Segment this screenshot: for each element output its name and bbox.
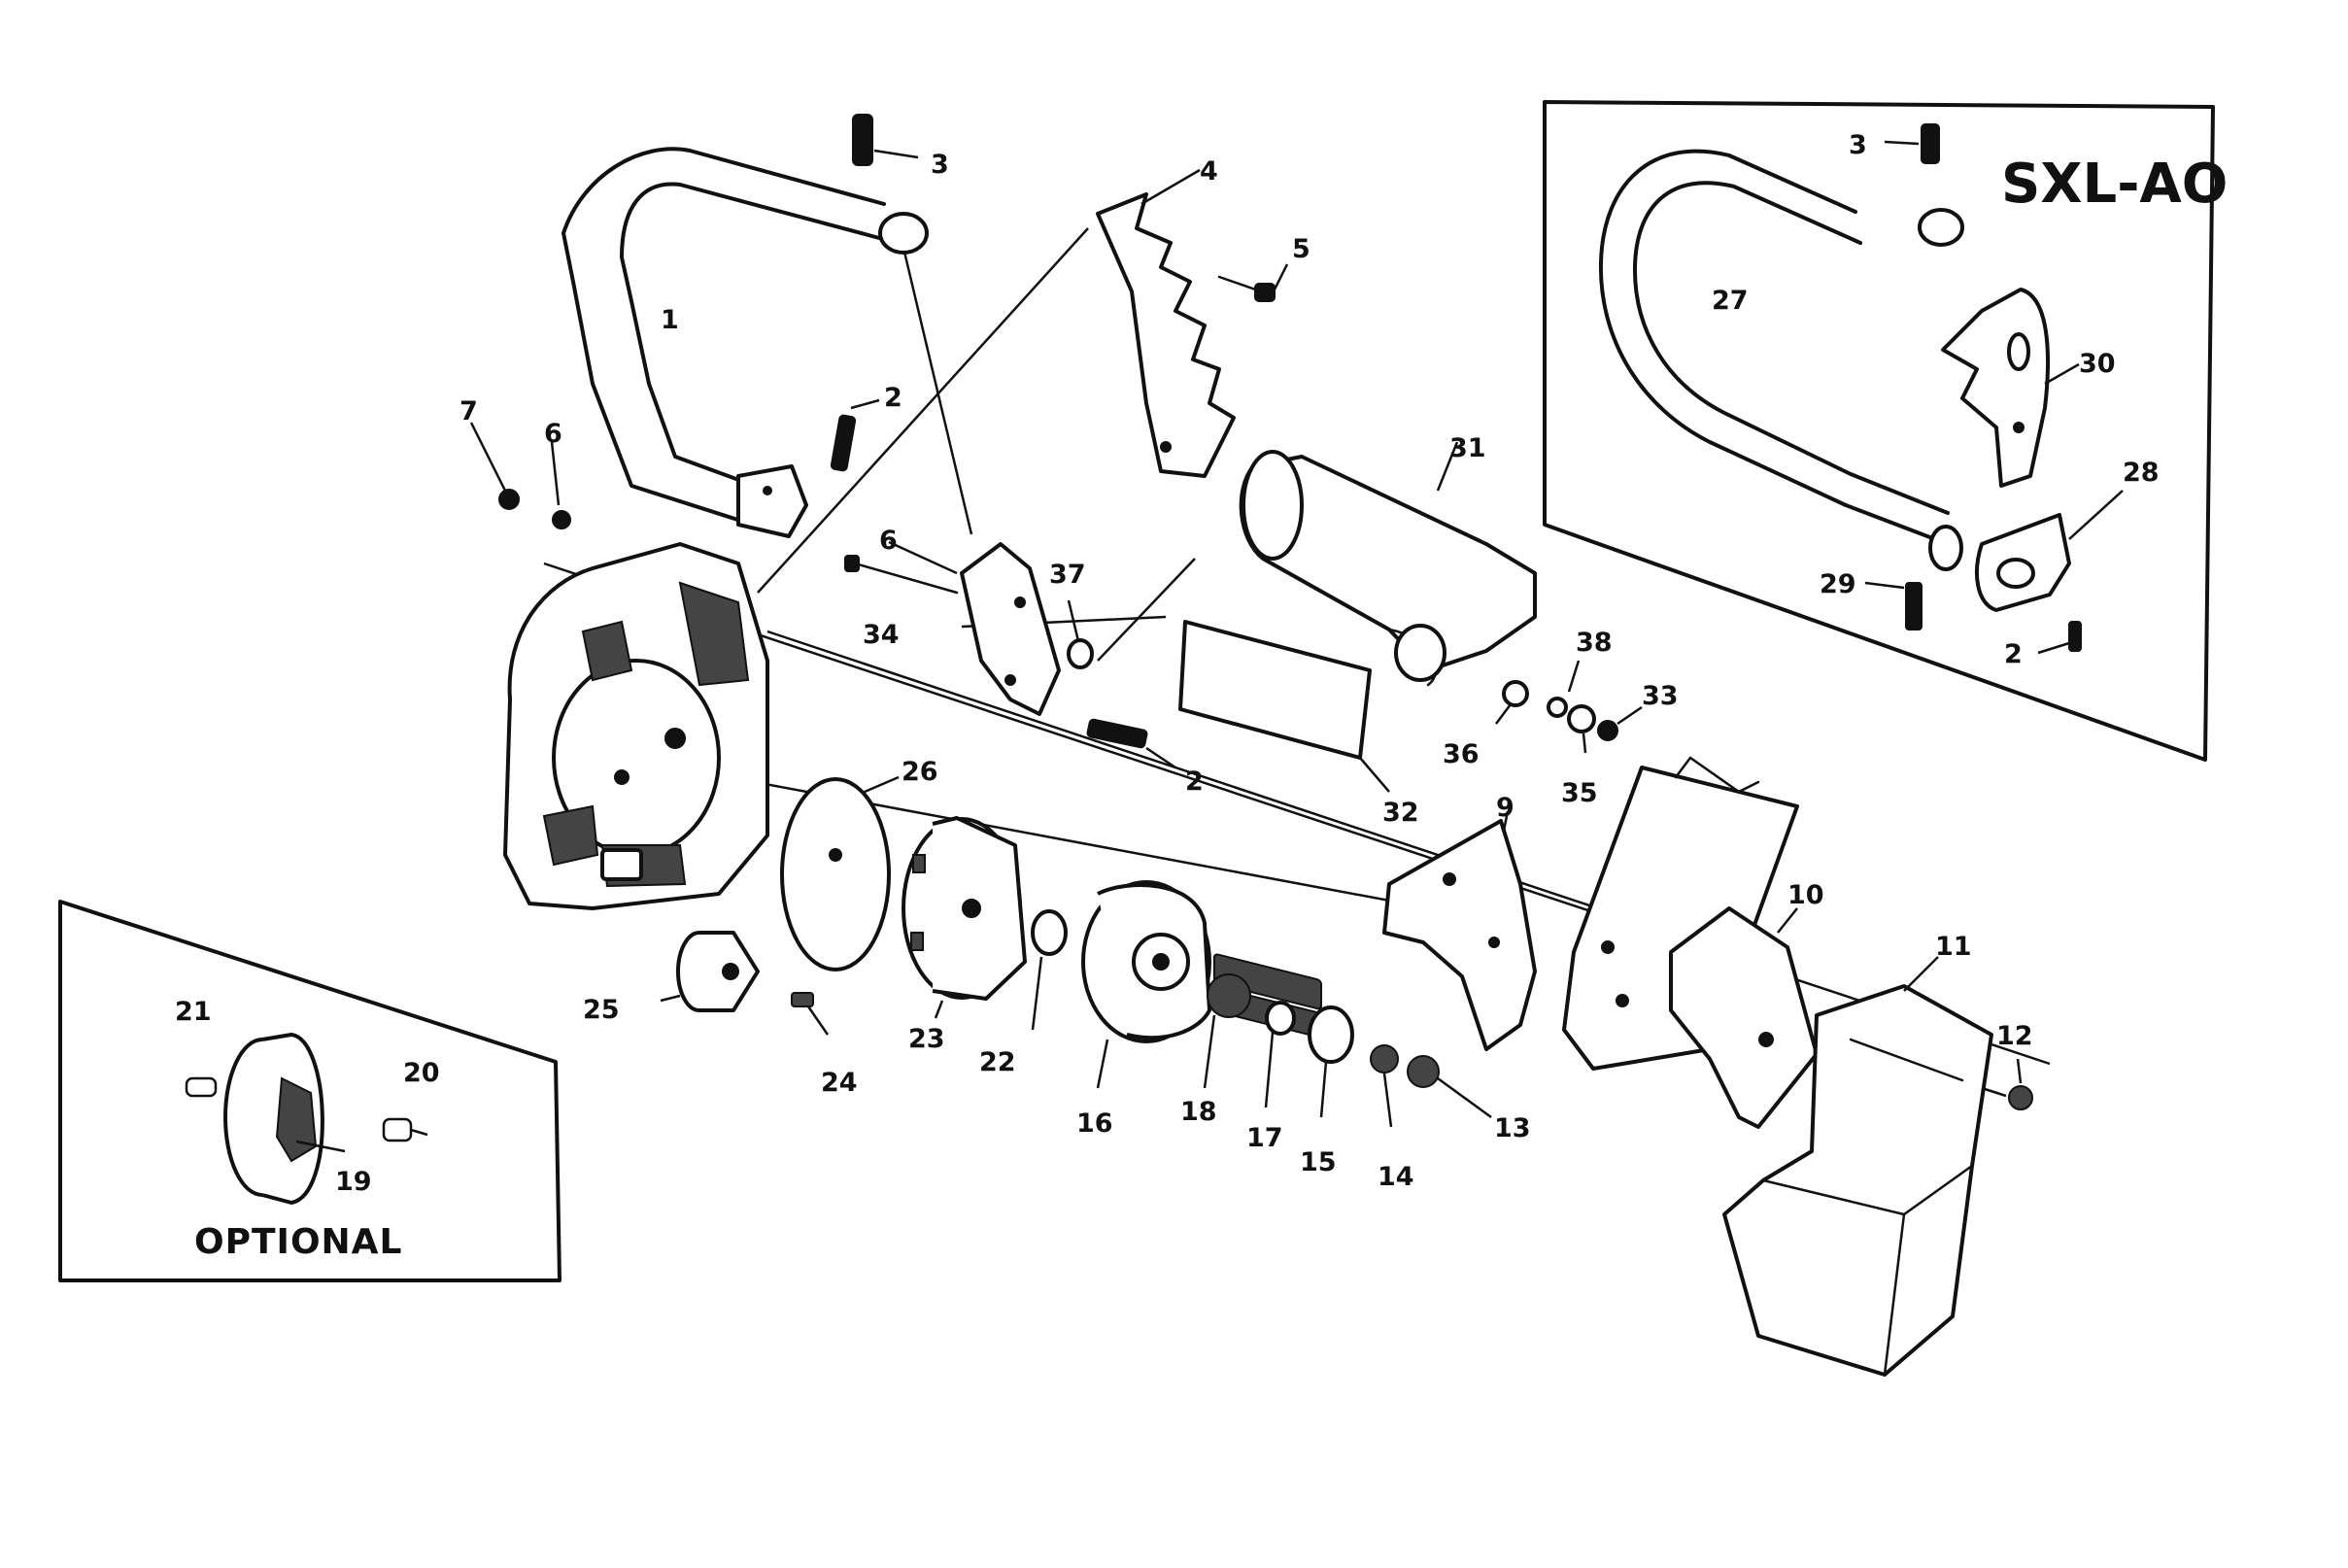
nut — [1597, 720, 1618, 741]
screw — [830, 414, 857, 472]
part-label-30: 30 — [2079, 349, 2116, 379]
part-label-14: 14 — [1378, 1162, 1414, 1192]
chain-tensioner-plate — [844, 540, 1061, 716]
screw — [1217, 263, 1289, 302]
oil-pump-drive — [660, 931, 760, 1012]
handle-clamp-inset — [1975, 490, 2124, 655]
part-label-10: 10 — [1787, 880, 1824, 910]
crankcase-housing — [503, 542, 769, 910]
part-label-4: 4 — [1200, 156, 1218, 187]
part-label-20: 20 — [403, 1058, 440, 1088]
optional-inset: OPTIONAL — [58, 900, 561, 1282]
clutch-cover-disc — [780, 775, 900, 971]
part-label-2: 2 — [2004, 639, 2023, 669]
nut — [2008, 1085, 2033, 1110]
part-label-25: 25 — [583, 995, 620, 1025]
part-label-18: 18 — [1180, 1097, 1217, 1127]
part-label-21: 21 — [175, 997, 212, 1027]
part-label-6: 6 — [879, 526, 898, 556]
part-label-37: 37 — [1049, 560, 1086, 590]
part-label-38: 38 — [1576, 628, 1613, 658]
part-label-32: 32 — [1382, 798, 1419, 828]
part-label-17: 17 — [1246, 1123, 1283, 1153]
part-label-3: 3 — [931, 150, 949, 180]
part-label-7: 7 — [459, 396, 478, 426]
part-label-12: 12 — [1996, 1021, 2033, 1051]
part-label-11: 11 — [1935, 932, 1972, 962]
handle-grip-cushion — [1239, 441, 1537, 687]
sxl-ao-inset: SXL-AO — [1543, 100, 2228, 762]
part-number-callouts: 1 2 2 2 3 3 4 5 6 6 7 9 10 11 12 13 14 1… — [175, 130, 2160, 1197]
washer — [1502, 680, 1529, 707]
front-handle-bar-inset — [1598, 149, 1964, 571]
washer — [1567, 704, 1596, 733]
part-label-31: 31 — [1449, 433, 1486, 463]
washer — [1370, 1044, 1399, 1074]
part-label-13: 13 — [1494, 1113, 1531, 1143]
screw-inset-lower — [1864, 581, 1923, 631]
handle-bracket-inset — [1941, 288, 2080, 488]
part-label-26: 26 — [902, 757, 938, 787]
part-label-3: 3 — [1849, 130, 1867, 160]
part-label-2: 2 — [1185, 767, 1204, 797]
part-label-22: 22 — [979, 1047, 1016, 1077]
part-label-16: 16 — [1076, 1108, 1113, 1139]
inset-model-label: SXL-AO — [2001, 153, 2228, 216]
screw-inset — [1884, 123, 1940, 164]
washer — [1031, 909, 1068, 956]
sprocket-drum — [1081, 880, 1211, 1089]
washer — [552, 510, 571, 529]
nut — [1407, 1055, 1440, 1088]
part-label-36: 36 — [1443, 739, 1480, 769]
handle-tube-end — [1918, 208, 1964, 247]
part-label-28: 28 — [2123, 458, 2160, 488]
guide-bar-segment — [1562, 756, 1799, 1071]
part-label-2: 2 — [884, 383, 902, 413]
part-label-24: 24 — [821, 1068, 858, 1098]
screw — [852, 114, 873, 166]
screw — [1086, 718, 1176, 769]
part-label-35: 35 — [1561, 778, 1598, 808]
part-label-1: 1 — [661, 305, 679, 335]
chain-guard-plate — [1669, 906, 1819, 1129]
alignment-lines — [543, 227, 2051, 1066]
pin — [1067, 638, 1094, 669]
part-label-15: 15 — [1300, 1147, 1337, 1177]
optional-label: OPTIONAL — [194, 1222, 402, 1262]
part-label-5: 5 — [1292, 234, 1310, 264]
sprocket-cover — [1722, 956, 1993, 1377]
handle-tube-end — [878, 212, 929, 255]
handle-tube-end — [1928, 525, 1963, 571]
part-label-27: 27 — [1712, 286, 1749, 316]
needle-bearing-part — [1265, 1001, 1296, 1036]
guide-bar-plate — [1382, 810, 1537, 1051]
sprocket — [1207, 973, 1251, 1018]
clutch-assembly — [902, 816, 1027, 1019]
part-label-9: 9 — [1496, 793, 1514, 823]
bumper-spike — [1096, 168, 1236, 478]
part-label-34: 34 — [863, 620, 900, 650]
rim-sprocket-drum — [223, 1033, 346, 1205]
needle-bearing-part — [185, 1076, 218, 1098]
part-label-23: 23 — [908, 1024, 945, 1054]
washer — [1308, 1006, 1354, 1064]
spacer-part — [1547, 697, 1568, 718]
spacer-part — [382, 1117, 413, 1142]
part-label-19: 19 — [335, 1167, 372, 1197]
part-label-29: 29 — [1820, 569, 1856, 599]
part-label-6: 6 — [544, 419, 562, 449]
screw — [791, 992, 814, 1007]
part-label-33: 33 — [1642, 681, 1679, 711]
front-handle-bar — [561, 147, 929, 538]
nut — [498, 489, 520, 510]
